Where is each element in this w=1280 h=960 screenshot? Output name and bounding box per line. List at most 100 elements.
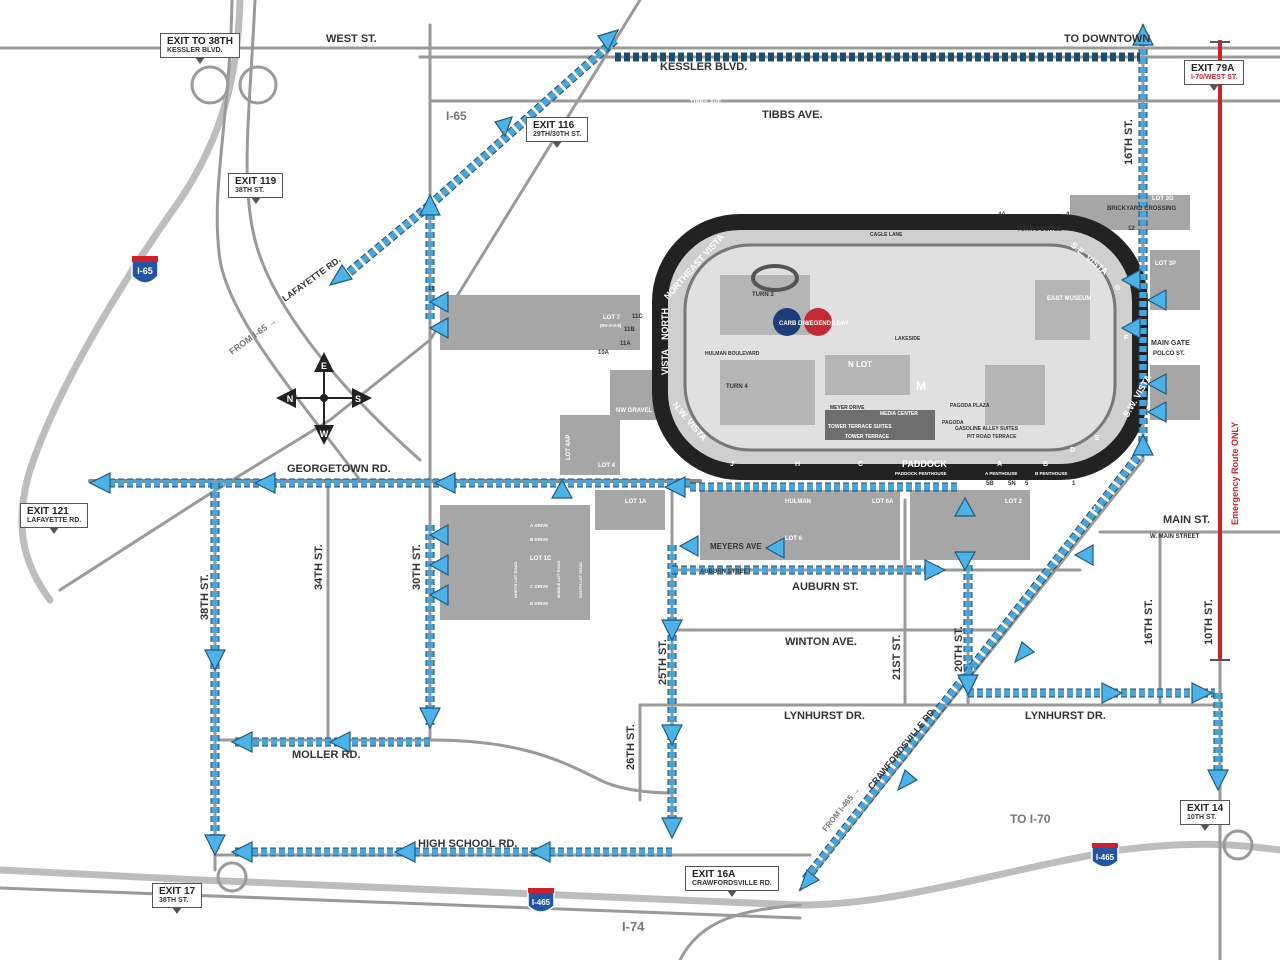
gate-label: J [730,461,734,468]
gate-label: A [997,461,1002,468]
lot1b-label: LOT 1B [572,499,594,505]
arrow-down-icon [661,817,683,840]
parking-lots [440,195,1200,620]
gate-label: 5 [1025,481,1029,487]
speedway-track [652,214,1148,480]
lot3p-label: LOT 3P [1155,261,1176,267]
arrow-left-icon [1120,316,1141,340]
20th-label: 20TH ST. [953,626,965,672]
arrow-northeast-icon [494,116,513,138]
lot4-label: LOT 4 [598,463,616,469]
arrow-up-icon [1132,23,1154,46]
pagoda-label: PAGODA [942,420,964,426]
arrow-left-icon [428,316,449,340]
street-labels: WEST ST. KESSLER BLVD. TIBBS AVE. TIBBS … [199,33,1240,934]
i74-label: I-74 [622,919,645,934]
exit-17-sub: 38TH ST. [159,897,189,904]
lot-2-area [910,490,1030,560]
arrow-right-icon [924,559,947,581]
exit-121-title: EXIT 121 [27,506,69,517]
gate-label: 12 [1128,226,1135,232]
a-drive-label: A DRIVE [530,523,548,528]
lot6-label: LOT 6 [785,536,803,542]
arrow-down-icon [661,619,683,642]
lot1c-label: LOT 1C [530,556,552,562]
arrow-southwest-icon [1013,640,1036,664]
lot-4ap-area [560,415,620,475]
i465-highway [0,840,1280,909]
cagle-lane-label: CAGLE LANE [870,232,903,238]
lot4ap-label: LOT 4AP [566,435,572,460]
gate-label: E [1095,435,1100,442]
exit-116-callout: EXIT 116 29TH/30TH ST. [526,117,589,148]
winton-label: WINTON AVE. [785,636,857,648]
arrow-southwest-icon [896,768,919,792]
a-penthouse-label: A PENTHOUSE [985,471,1017,476]
gate-label: H [795,461,800,468]
exit-14-callout: EXIT 14 10TH ST. [1180,800,1231,831]
lafayette-road [58,0,642,592]
exit-38th-callout: EXIT TO 38TH KESSLER BLVD. [160,33,240,64]
gate-label: 4 [1066,212,1070,218]
gate-label: 11B [624,327,635,333]
emergency-route-label: Emergency Route ONLY [1230,422,1240,525]
tower-terrace-label: TOWER TERRACE [845,434,890,440]
exit-16a-callout: EXIT 16A CRAWFORDSVILLE RD. [685,866,779,897]
exit17-loop [216,861,248,893]
arrow-right-icon [1101,682,1124,704]
svg-text:I-65: I-65 [137,266,153,276]
lot1a-label: LOT 1A [625,499,647,505]
gasoline-alley-label: GASOLINE ALLEY SUITES [955,426,1019,432]
turn4-label: TURN 4 [726,384,748,390]
turn3-label: TURN 3 [752,292,774,298]
polco-label: POLCO ST. [1153,351,1185,357]
arrow-left-icon [428,290,449,314]
vista-label: VISTA [660,349,670,375]
museum-block [1035,280,1090,340]
arrow-left-icon [253,472,276,494]
21st-label: 21ST ST. [891,635,903,680]
lot5-label: LOT 5 [1050,486,1068,492]
arrow-down-icon [957,674,979,697]
legends-label: LEGENDS DAY [806,321,849,327]
carb-day-label: CARB DAY [779,321,810,327]
compass-w-label: W [320,429,329,439]
gate-label: 5N [1008,481,1016,487]
exit-38th-sub: KESSLER BLVD. [167,47,223,54]
pagoda-block [985,365,1045,425]
moller-road [213,738,674,795]
b-drive-label: B DRIVE [530,537,548,542]
arrow-up-icon [419,193,441,216]
south-lots-area [700,490,900,560]
moller-label: MOLLER RD. [292,749,360,761]
arrow-left-icon [1073,543,1094,567]
high-school-label: HIGH SCHOOL RD. [418,838,517,850]
south-lot-road-label: SOUTH LOT ROAD [578,562,583,598]
arrow-up-icon [1132,433,1154,456]
exit-119-title: EXIT 119 [235,176,277,187]
exit-116-sub: 29TH/30TH ST. [533,131,582,138]
exit-38th-title: EXIT TO 38TH [167,36,233,47]
c-drive-label: C DRIVE [530,584,548,589]
hulman-blvd-label: HULMAN BOULEVARD [705,351,760,357]
exit-16a-sub: CRAWFORDSVILLE RD. [692,880,772,887]
arrow-right-icon [1191,682,1214,704]
gate-label: 11C [632,314,643,320]
arrow-down-icon [204,649,226,672]
tower-suites-label: TOWER TERRACE SUITES [828,424,892,430]
arrow-left-icon [1120,268,1141,292]
lot2-label: LOT 2 [1005,499,1023,505]
auburn-label: AUBURN ST. [792,581,859,593]
arrow-left-icon [1146,288,1167,312]
lot-labels: LOT 7 (RV-S-0-8) LOT 3G LOT 3P LOT 4AP L… [513,196,1176,606]
svg-text:I-465: I-465 [1096,853,1115,862]
arrow-up-icon [550,478,574,499]
nw-gravel-label: NW GRAVEL [616,408,653,414]
route-crawfordsville [802,447,1146,883]
d-drive-label: D DRIVE [530,601,548,606]
arrow-southwest-icon [798,868,821,892]
tibbs-small-label: TIBBS AVE [690,100,721,106]
brickyard-label: BRICKYARD CROSSING [1107,206,1176,212]
lot-7-area [440,295,640,350]
